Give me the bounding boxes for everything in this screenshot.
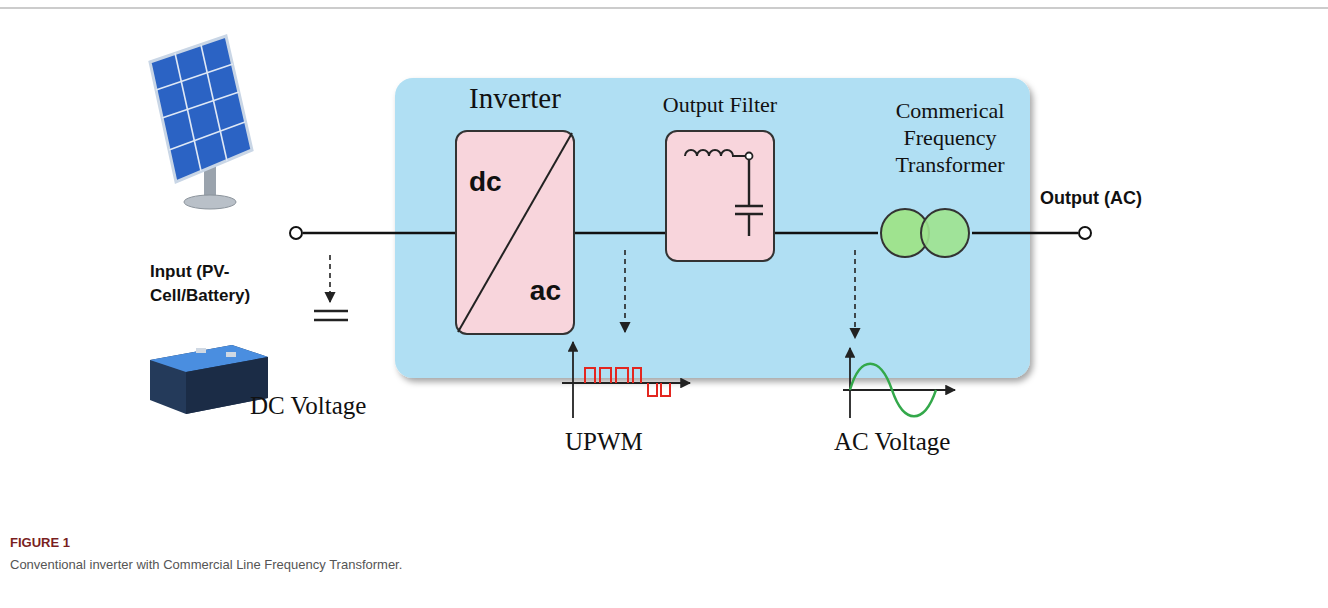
- node-dot: [746, 153, 753, 160]
- signal-label: AC Voltage: [834, 428, 950, 456]
- probe-arrow: [329, 255, 331, 302]
- terminal-label: Output (AC): [1040, 188, 1142, 209]
- terminal-circle: [1079, 227, 1091, 239]
- wire: [303, 232, 455, 235]
- block-heading: Output Filter: [635, 92, 805, 118]
- probe-arrow: [854, 250, 856, 338]
- filter-box: Output Filter: [665, 92, 775, 262]
- ac-waveform: [843, 348, 955, 418]
- figure-number: FIGURE 1: [10, 535, 70, 550]
- transformer-symbol: [878, 206, 972, 260]
- solar-panel-icon: [150, 36, 252, 209]
- inductor-symbol: [685, 150, 747, 156]
- signal-label: DC Voltage: [250, 392, 366, 420]
- wire: [775, 232, 878, 235]
- inverter-block: dc ac: [455, 130, 575, 335]
- output-terminal: Output (AC): [1078, 186, 1168, 241]
- dc-label: dc: [469, 166, 502, 198]
- transformer-symbol: Commerical Frequency Transformer: [878, 206, 972, 260]
- figure-caption: Conventional inverter with Commercial Li…: [10, 557, 402, 572]
- diagonal-line: [458, 133, 572, 332]
- wire: [972, 232, 1078, 235]
- terminal-circle: [290, 227, 302, 239]
- signal-label: UPWM: [565, 428, 643, 456]
- ac-label: ac: [530, 275, 561, 307]
- input-terminal: Input (PV-Cell/Battery): [150, 224, 303, 309]
- capacitor-symbol: [735, 160, 763, 236]
- terminal-label: Input (PV-Cell/Battery): [150, 260, 300, 308]
- wire: [575, 232, 665, 235]
- filter-block: [665, 130, 775, 262]
- block-heading: Inverter: [435, 82, 595, 115]
- probe-arrow: [624, 250, 626, 332]
- winding-circle: [921, 209, 969, 257]
- terminal-circle: [288, 225, 304, 241]
- inverter-box: Inverterdcac: [455, 82, 575, 335]
- dc-symbol: [314, 311, 348, 320]
- lc-filter-symbol: [667, 132, 773, 260]
- block-heading: Commerical Frequency Transformer: [870, 97, 1030, 178]
- top-rule: [0, 7, 1328, 9]
- terminal-circle: [1077, 225, 1093, 241]
- upwm-waveform: [562, 342, 690, 418]
- system-panel: [395, 78, 1030, 378]
